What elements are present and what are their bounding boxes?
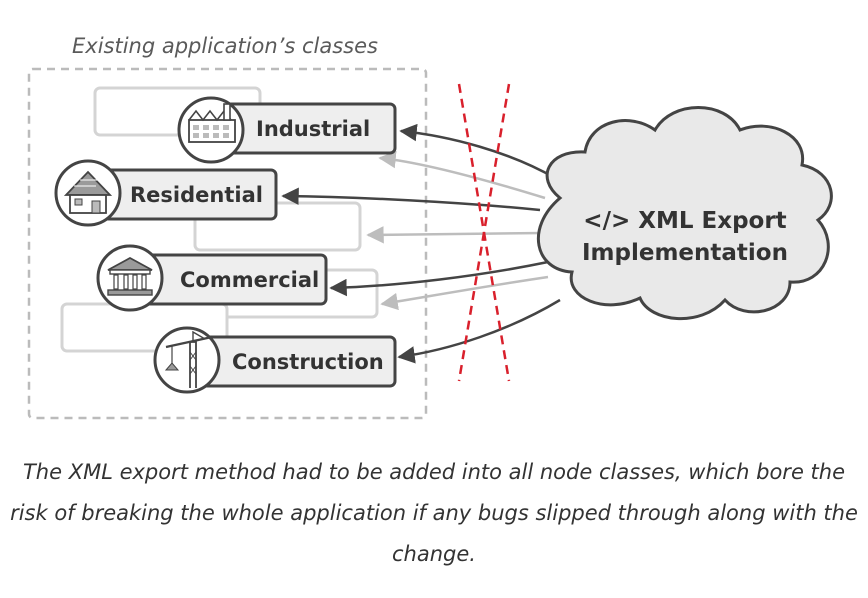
class-industrial: Industrial [177,96,397,164]
class-construction: Construction [153,326,397,394]
arrow-to-residential [281,187,541,212]
figure-caption: The XML export method had to be added in… [10,460,858,566]
cloud-shape [536,106,833,321]
xml-export-cloud: </> XML Export Implementation [536,106,833,321]
class-label-residential: Residential [130,183,263,207]
class-residential: Residential [54,159,278,227]
factory-icon [177,96,245,164]
cross-line [457,83,511,382]
cloud-subtitle: Implementation [582,240,788,266]
arrow-to-commercial [329,260,549,297]
forbidden-cross [457,83,511,382]
xml-export-diagram: Existing application’s classes </> XML E… [27,34,833,420]
ghost-arrow [366,226,544,244]
arrow-to-industrial [399,123,556,180]
crane-icon [153,326,221,394]
ghost-arrow [378,150,546,200]
bank-building-icon [96,244,164,312]
ghost-arrow [380,275,549,311]
house-icon [54,159,122,227]
arrow-to-construction [397,298,561,364]
modification-arrows [281,123,561,364]
class-label-construction: Construction [232,350,384,374]
existing-classes-boundary [27,67,428,420]
cloud-title: </> XML Export [583,208,786,234]
class-label-commercial: Commercial [180,268,319,292]
class-label-industrial: Industrial [256,117,370,141]
ghost-arrows [366,150,549,311]
group-label: Existing application’s classes [72,34,378,58]
class-commercial: Commercial [96,244,328,312]
